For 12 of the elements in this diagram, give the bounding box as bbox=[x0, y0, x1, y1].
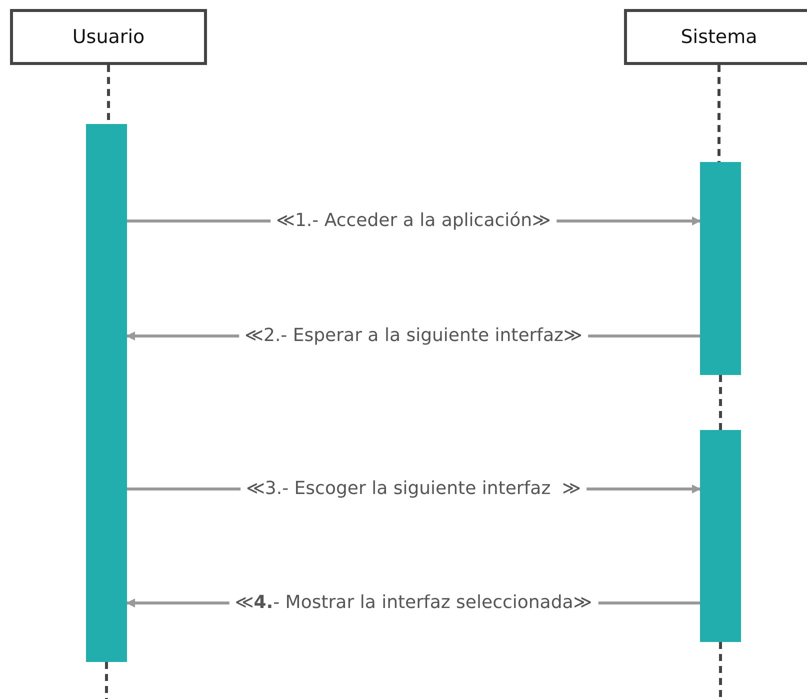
message-label: ≪3.- Escoger la siguiente interfaz ≫ bbox=[240, 478, 587, 500]
message-label: ≪1.- Acceder a la aplicación≫ bbox=[270, 210, 557, 232]
activation-bar bbox=[700, 162, 741, 375]
lifeline bbox=[719, 375, 722, 430]
participant-name: Sistema bbox=[680, 26, 758, 48]
participant-box bbox=[10, 9, 207, 65]
message-label: ≪2.- Esperar a la siguiente interfaz≫ bbox=[238, 325, 588, 347]
activation-bar bbox=[700, 430, 741, 642]
lifeline bbox=[718, 65, 720, 162]
participant-box bbox=[624, 9, 807, 65]
participant-name: Usuario bbox=[72, 26, 145, 48]
activation-bar bbox=[86, 124, 127, 662]
